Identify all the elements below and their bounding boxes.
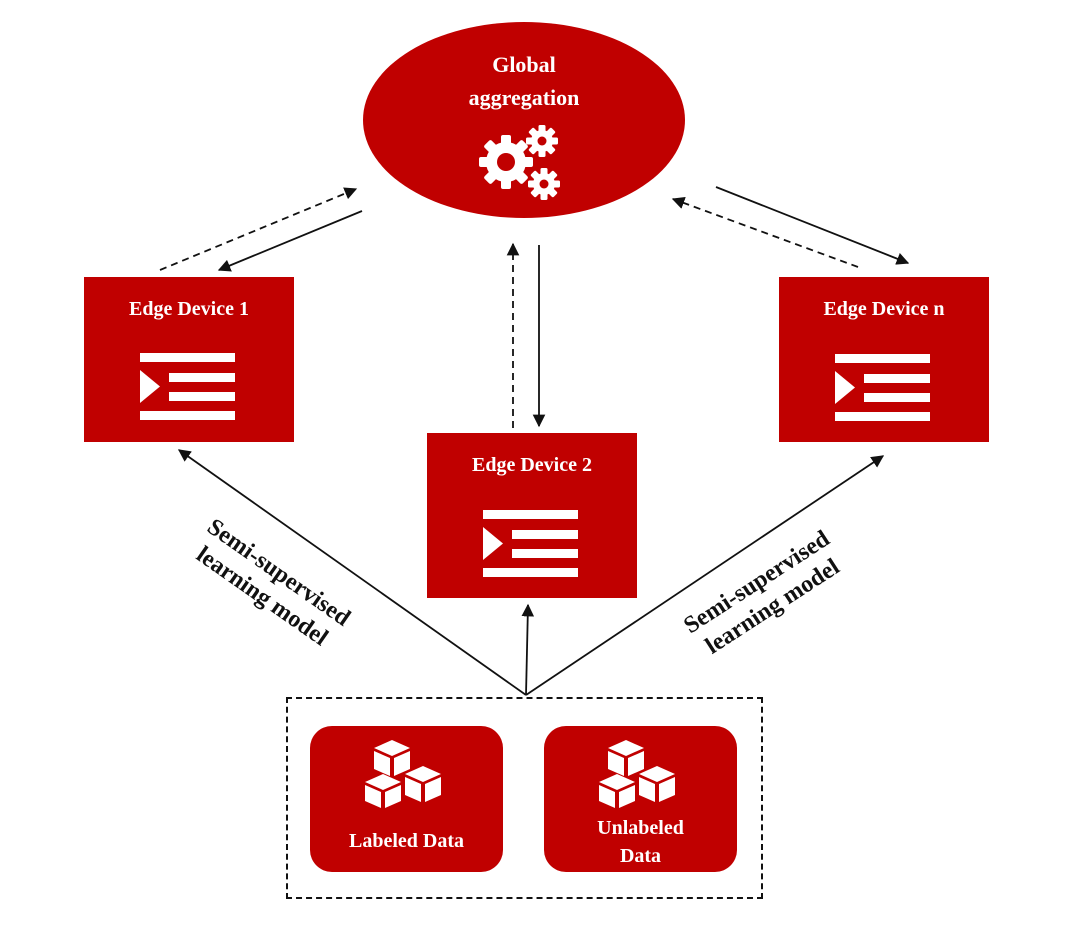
list-icon xyxy=(835,354,930,421)
download-arrow-device-1 xyxy=(217,210,363,272)
labeled-data-label: Labeled Data xyxy=(349,830,464,852)
upload-arrow-device-1 xyxy=(159,187,358,271)
edge-device-2-label: Edge Device 2 xyxy=(472,454,592,476)
data-sources-group xyxy=(286,697,763,899)
list-icon xyxy=(483,510,578,577)
global-title-line-2: aggregation xyxy=(468,85,580,110)
edge-device-1-node: Edge Device 1 xyxy=(84,277,294,442)
cubes-icon xyxy=(365,740,441,808)
download-arrow-device-n xyxy=(715,186,910,265)
global-title-line-1: Global xyxy=(492,52,556,77)
global-aggregation-node: Global aggregation xyxy=(363,22,685,218)
model-arrow-device-1 xyxy=(177,449,527,696)
edge-device-n-node: Edge Device n xyxy=(779,277,989,442)
unlabeled-label-line-2: Data xyxy=(619,845,662,867)
list-icon xyxy=(140,353,235,420)
unlabeled-data-node: Unlabeled Data xyxy=(544,726,737,872)
edge-device-n-label: Edge Device n xyxy=(823,298,945,320)
model-arrow-device-n xyxy=(525,455,885,696)
edge-device-2-node: Edge Device 2 xyxy=(427,433,637,598)
upload-arrow-device-n xyxy=(671,196,859,268)
global-aggregation-title: Global aggregation xyxy=(363,48,685,114)
unlabeled-label-line-1: Unlabeled xyxy=(597,817,684,839)
model-arrow-device-2 xyxy=(521,603,535,696)
gears-icon xyxy=(479,125,560,200)
edge-device-1-label: Edge Device 1 xyxy=(129,298,249,320)
cubes-icon xyxy=(599,740,675,808)
labeled-data-node: Labeled Data xyxy=(310,726,503,872)
unlabeled-data-label: Unlabeled Data xyxy=(544,814,737,870)
